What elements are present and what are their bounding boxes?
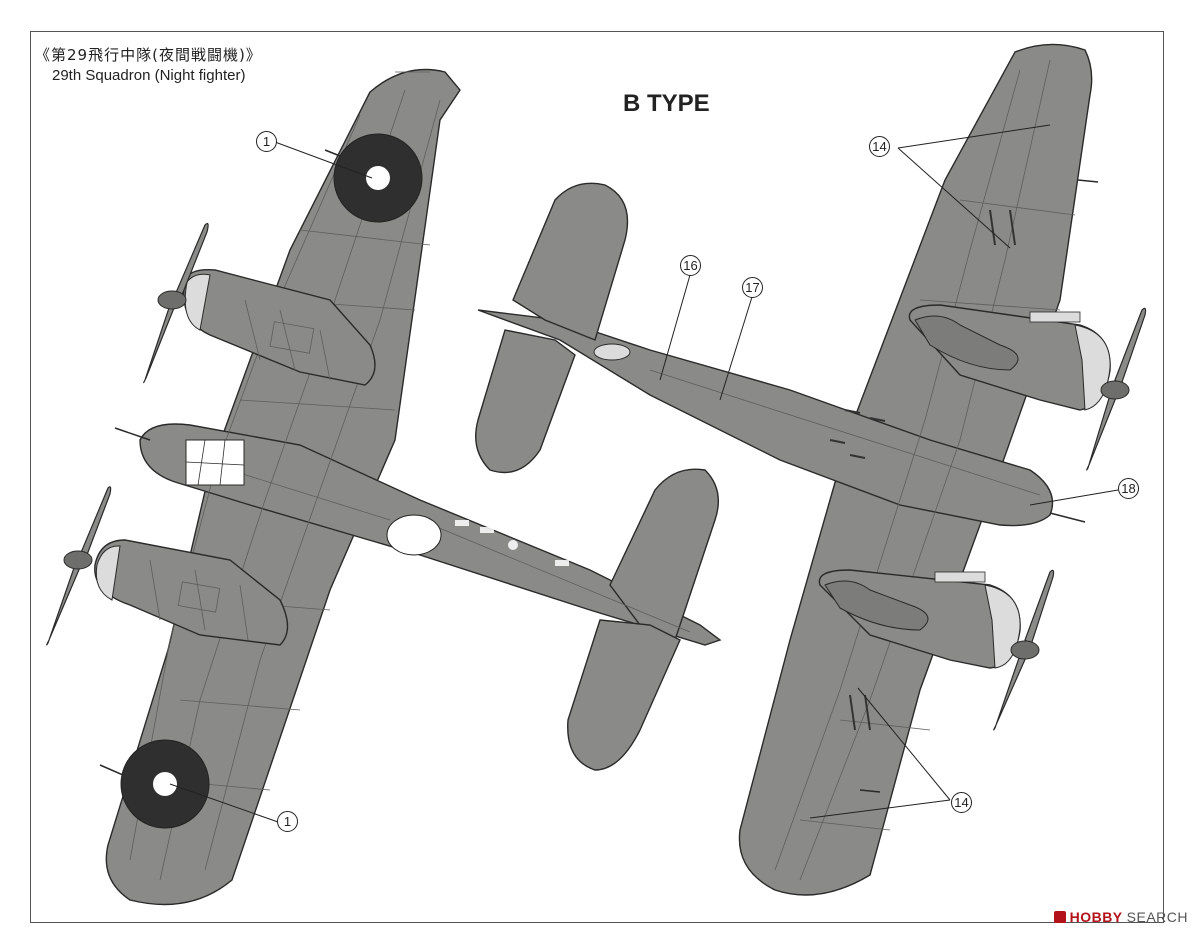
- watermark-brand: HOBBY: [1069, 909, 1123, 925]
- top-view-tailplane-upper: [609, 468, 719, 641]
- leader-lines: [169, 124, 1119, 823]
- top-view-tailplane-lower: [567, 619, 681, 771]
- watermark-suffix: SEARCH: [1126, 909, 1188, 925]
- roundel-lower: [120, 739, 210, 829]
- callout-14-bottom: 14: [951, 792, 972, 813]
- top-view-canopy: [185, 439, 245, 486]
- top-view-propeller-lower: [46, 486, 112, 646]
- callout-16: 16: [680, 255, 701, 276]
- drawing-frame: [30, 31, 1164, 923]
- bottom-view-tailplane-lower: [475, 329, 576, 474]
- callout-1-bottom: 1: [277, 811, 298, 832]
- top-view-nacelle-lower: [94, 539, 289, 646]
- callout-1-top: 1: [256, 131, 277, 152]
- bottom-view-propeller-lower: [993, 569, 1055, 731]
- fuselage-code-marks: [440, 520, 569, 611]
- callout-18: 18: [1118, 478, 1139, 499]
- bottom-view-hatch-marks: [829, 209, 1016, 731]
- top-view-propeller-upper: [143, 222, 209, 384]
- callout-14-top: 14: [869, 136, 890, 157]
- top-view-nacelle-upper: [183, 269, 376, 386]
- callout-17: 17: [742, 277, 763, 298]
- japanese-title: 《第29飛行中隊(夜間戦闘機)》: [35, 46, 262, 64]
- top-view-aircraft: [46, 68, 722, 906]
- english-title: 29th Squadron (Night fighter): [52, 67, 246, 84]
- roundel-upper: [333, 133, 423, 223]
- bottom-view-propeller-upper: [1086, 307, 1147, 471]
- hobbysearch-logo-icon: [1053, 911, 1066, 923]
- bottom-view-nacelle-upper: [908, 304, 1111, 411]
- bottom-view-aircraft: [475, 43, 1147, 896]
- fuselage-marking-circle: [386, 514, 442, 556]
- bottom-view-tailplane-upper: [512, 182, 629, 341]
- type-title: B TYPE: [623, 90, 710, 117]
- bottom-view-exhaust: [934, 311, 1081, 583]
